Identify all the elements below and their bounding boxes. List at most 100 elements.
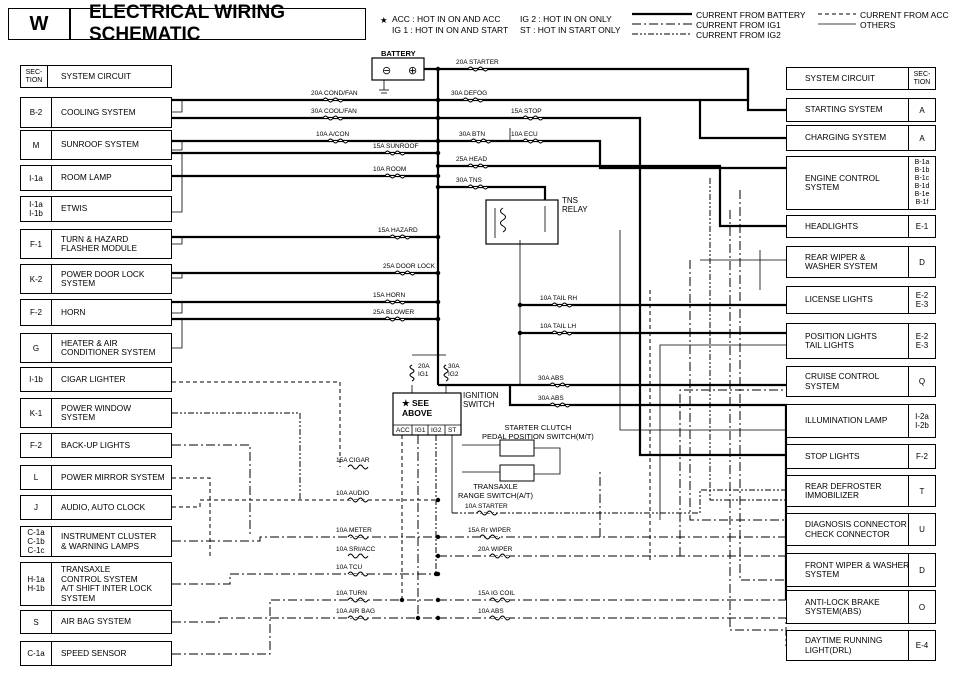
fuse-label: 15A SUNROOF bbox=[373, 143, 419, 150]
junction-dot bbox=[415, 615, 421, 621]
fuse-symbol bbox=[347, 464, 369, 470]
junction-dot bbox=[517, 330, 523, 336]
fuse-label: 15A CIGAR bbox=[336, 457, 370, 464]
right-system-code: E-4 bbox=[908, 631, 935, 660]
fuse-label: 10A AUDIO bbox=[336, 490, 370, 497]
fuse-symbol bbox=[470, 138, 492, 144]
left-system-code: K-1 bbox=[21, 399, 52, 427]
right-system-label: CRUISE CONTROL SYSTEM bbox=[805, 371, 880, 391]
left-system-code: S bbox=[21, 611, 52, 633]
wire bbox=[739, 190, 786, 581]
tns-relay-icon bbox=[485, 199, 559, 245]
right-system-code: D bbox=[908, 247, 935, 277]
right-system-code: D bbox=[908, 554, 935, 586]
battery-plus-icon: ⊕ bbox=[408, 64, 417, 77]
left-system-code: C-1a C-1b C-1c bbox=[21, 527, 52, 556]
wire bbox=[508, 385, 788, 600]
term-acc: ACC bbox=[396, 427, 410, 434]
fuse-label: 10A TURN bbox=[336, 590, 367, 597]
right-header: SYSTEM CIRCUIT SEC- TION bbox=[786, 67, 936, 90]
junction-dot bbox=[517, 302, 523, 308]
left-system-label: AIR BAG SYSTEM bbox=[61, 616, 132, 627]
junction-dot bbox=[435, 115, 441, 121]
fuse-symbol bbox=[389, 234, 411, 240]
right-system-label: REAR WIPER & WASHER SYSTEM bbox=[805, 251, 878, 271]
junction-dot bbox=[435, 316, 441, 322]
battery-label: BATTERY bbox=[381, 49, 416, 58]
wire bbox=[659, 344, 786, 520]
wire bbox=[172, 381, 341, 467]
fuse-symbol bbox=[467, 66, 489, 72]
right-system-box: HEADLIGHTS E-1 bbox=[786, 215, 936, 238]
right-system-box: REAR WIPER & WASHER SYSTEM D bbox=[786, 246, 936, 278]
right-system-code: T bbox=[908, 476, 935, 506]
fuse-label: 25A HEAD bbox=[456, 156, 488, 163]
ig2-fuse-label: 30A IG2 bbox=[448, 363, 460, 378]
right-system-label: HEADLIGHTS bbox=[805, 220, 859, 231]
right-system-label: REAR DEFROSTER IMMOBILIZER bbox=[805, 480, 882, 500]
right-system-label: STARTING SYSTEM bbox=[805, 104, 883, 115]
page-title: ELECTRICAL WIRING SCHEMATIC bbox=[70, 2, 366, 45]
term-st: ST bbox=[448, 427, 457, 434]
junction-dot bbox=[435, 173, 441, 179]
junction-dot bbox=[399, 597, 405, 603]
fuse-symbol bbox=[489, 615, 511, 621]
fuse-label: 10A ROOM bbox=[373, 166, 407, 173]
right-system-code: Q bbox=[908, 367, 935, 396]
left-system-label: INSTRUMENT CLUSTER & WARNING LAMPS bbox=[61, 531, 157, 551]
wire bbox=[172, 412, 301, 500]
wire bbox=[172, 302, 183, 314]
right-system-code: B-1a B-1b B-1c B-1d B-1e B-1f bbox=[908, 157, 935, 209]
term-ig1: IG1 bbox=[415, 427, 426, 434]
wire bbox=[709, 178, 786, 501]
fuse-label: 10A TCU bbox=[336, 564, 363, 571]
right-system-label: FRONT WIPER & WASHER SYSTEM bbox=[805, 559, 910, 579]
fuse-label: 15A HAZARD bbox=[378, 227, 418, 234]
right-system-label: ENGINE CONTROL SYSTEM bbox=[805, 172, 880, 192]
fuse-label: 10A TAIL RH bbox=[540, 295, 578, 302]
right-system-label: STOP LIGHTS bbox=[805, 450, 860, 461]
junction-dot bbox=[433, 571, 439, 577]
wire bbox=[172, 617, 438, 623]
right-system-code: E-1 bbox=[908, 216, 935, 237]
right-system-box: CRUISE CONTROL SYSTEM Q bbox=[786, 366, 936, 397]
fuse-label: 10A SRI/ACC bbox=[336, 546, 376, 553]
left-system-label: POWER WINDOW SYSTEM bbox=[61, 402, 132, 422]
wire bbox=[172, 499, 438, 508]
legend-acc: ACC : HOT IN ON AND ACC bbox=[392, 14, 501, 24]
range-switch-icon bbox=[499, 464, 535, 482]
legend-ig2: IG 2 : HOT IN ON ONLY bbox=[520, 14, 612, 24]
wire bbox=[438, 164, 786, 228]
left-system-box: S AIR BAG SYSTEM bbox=[20, 610, 172, 634]
fuse-label: 30A COOL/FAN bbox=[311, 108, 357, 115]
left-system-code: M bbox=[21, 131, 52, 159]
fuse-label: 10A METER bbox=[336, 527, 372, 534]
fuse-label: 30A ABS bbox=[538, 375, 564, 382]
left-system-label: ROOM LAMP bbox=[61, 172, 112, 183]
junction-dot bbox=[435, 553, 441, 559]
junction-dot bbox=[435, 150, 441, 156]
right-system-code: E-2 E-3 bbox=[908, 324, 935, 358]
wire bbox=[729, 210, 786, 631]
fuse-symbol bbox=[409, 364, 415, 382]
fuse-symbol bbox=[384, 173, 406, 179]
wire bbox=[172, 444, 251, 537]
fuse-symbol bbox=[467, 163, 489, 169]
relay-coil-icon bbox=[500, 207, 506, 233]
left-system-code: H-1a H-1b bbox=[21, 563, 52, 605]
wire bbox=[438, 98, 786, 140]
fuse-symbol bbox=[549, 382, 571, 388]
fuse-symbol bbox=[347, 553, 369, 559]
